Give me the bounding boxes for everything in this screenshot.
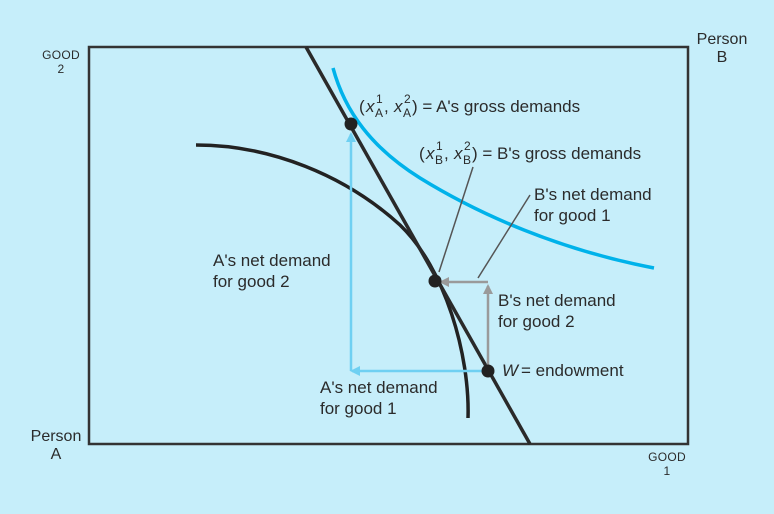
good2-axis-label: GOOD — [42, 48, 80, 62]
b-gross-x2-superscript: 2 — [464, 139, 471, 153]
endowment-point — [481, 364, 495, 378]
a-gross-comma: , — [384, 97, 389, 116]
person-b-title: Person — [697, 31, 748, 48]
endowment-rest: = endowment — [521, 361, 624, 380]
b-gross-open-paren: ( — [419, 144, 425, 163]
indifference-curve-b — [195, 143, 470, 419]
endowment-w: W — [502, 361, 520, 380]
a-gross-x2-subscript: A — [403, 106, 411, 120]
a-net-good1-line1: A's net demand — [320, 378, 438, 397]
a-net-good2-line1: A's net demand — [213, 251, 331, 270]
good2-axis-number: 2 — [58, 62, 65, 76]
good1-axis-label: GOOD — [648, 450, 686, 464]
a-gross-x1-superscript: 1 — [376, 92, 383, 106]
endowment-label: W = endowment — [502, 361, 624, 380]
b-gross-x2-subscript: B — [463, 153, 471, 167]
b-net-good1-leader-line — [477, 194, 531, 279]
b-net-good1-line1: B's net demand — [534, 185, 652, 204]
b-net-good2-line1: B's net demand — [498, 291, 616, 310]
person-a-title: Person — [31, 428, 82, 445]
b-gross-x1-superscript: 1 — [436, 139, 443, 153]
b-gross-x1-subscript: B — [435, 153, 443, 167]
equilibrium-point — [428, 274, 442, 288]
person-b-letter: B — [717, 49, 728, 66]
b-gross-leader-line — [438, 166, 474, 273]
edgeworth-box-frame — [87, 45, 690, 446]
a-gross-x2-superscript: 2 — [404, 92, 411, 106]
a-gross-x1-subscript: A — [375, 106, 383, 120]
budget-line — [304, 46, 532, 445]
b-gross-x1: x — [425, 144, 435, 163]
a-gross-demand-point — [344, 117, 358, 131]
b-gross-comma: , — [444, 144, 449, 163]
good1-axis-number: 1 — [664, 464, 671, 478]
b-net-good1-line2: for good 1 — [534, 206, 611, 225]
a-gross-x1: x — [365, 97, 375, 116]
indifference-curve-a — [331, 67, 655, 270]
a-gross-rest: ) = A's gross demands — [412, 97, 580, 116]
a-gross-demands-label: ( x 1 A , x 2 A ) = A's gross demands — [359, 92, 580, 120]
b-gross-rest: ) = B's gross demands — [472, 144, 641, 163]
a-net-good1-line2: for good 1 — [320, 399, 397, 418]
a-gross-open-paren: ( — [359, 97, 365, 116]
b-gross-demands-label: ( x 1 B , x 2 B ) = B's gross demands — [419, 139, 641, 167]
person-a-letter: A — [51, 446, 62, 463]
a-gross-x2: x — [393, 97, 403, 116]
b-net-good2-line2: for good 2 — [498, 312, 575, 331]
b-gross-x2: x — [453, 144, 463, 163]
a-net-good2-line2: for good 2 — [213, 272, 290, 291]
